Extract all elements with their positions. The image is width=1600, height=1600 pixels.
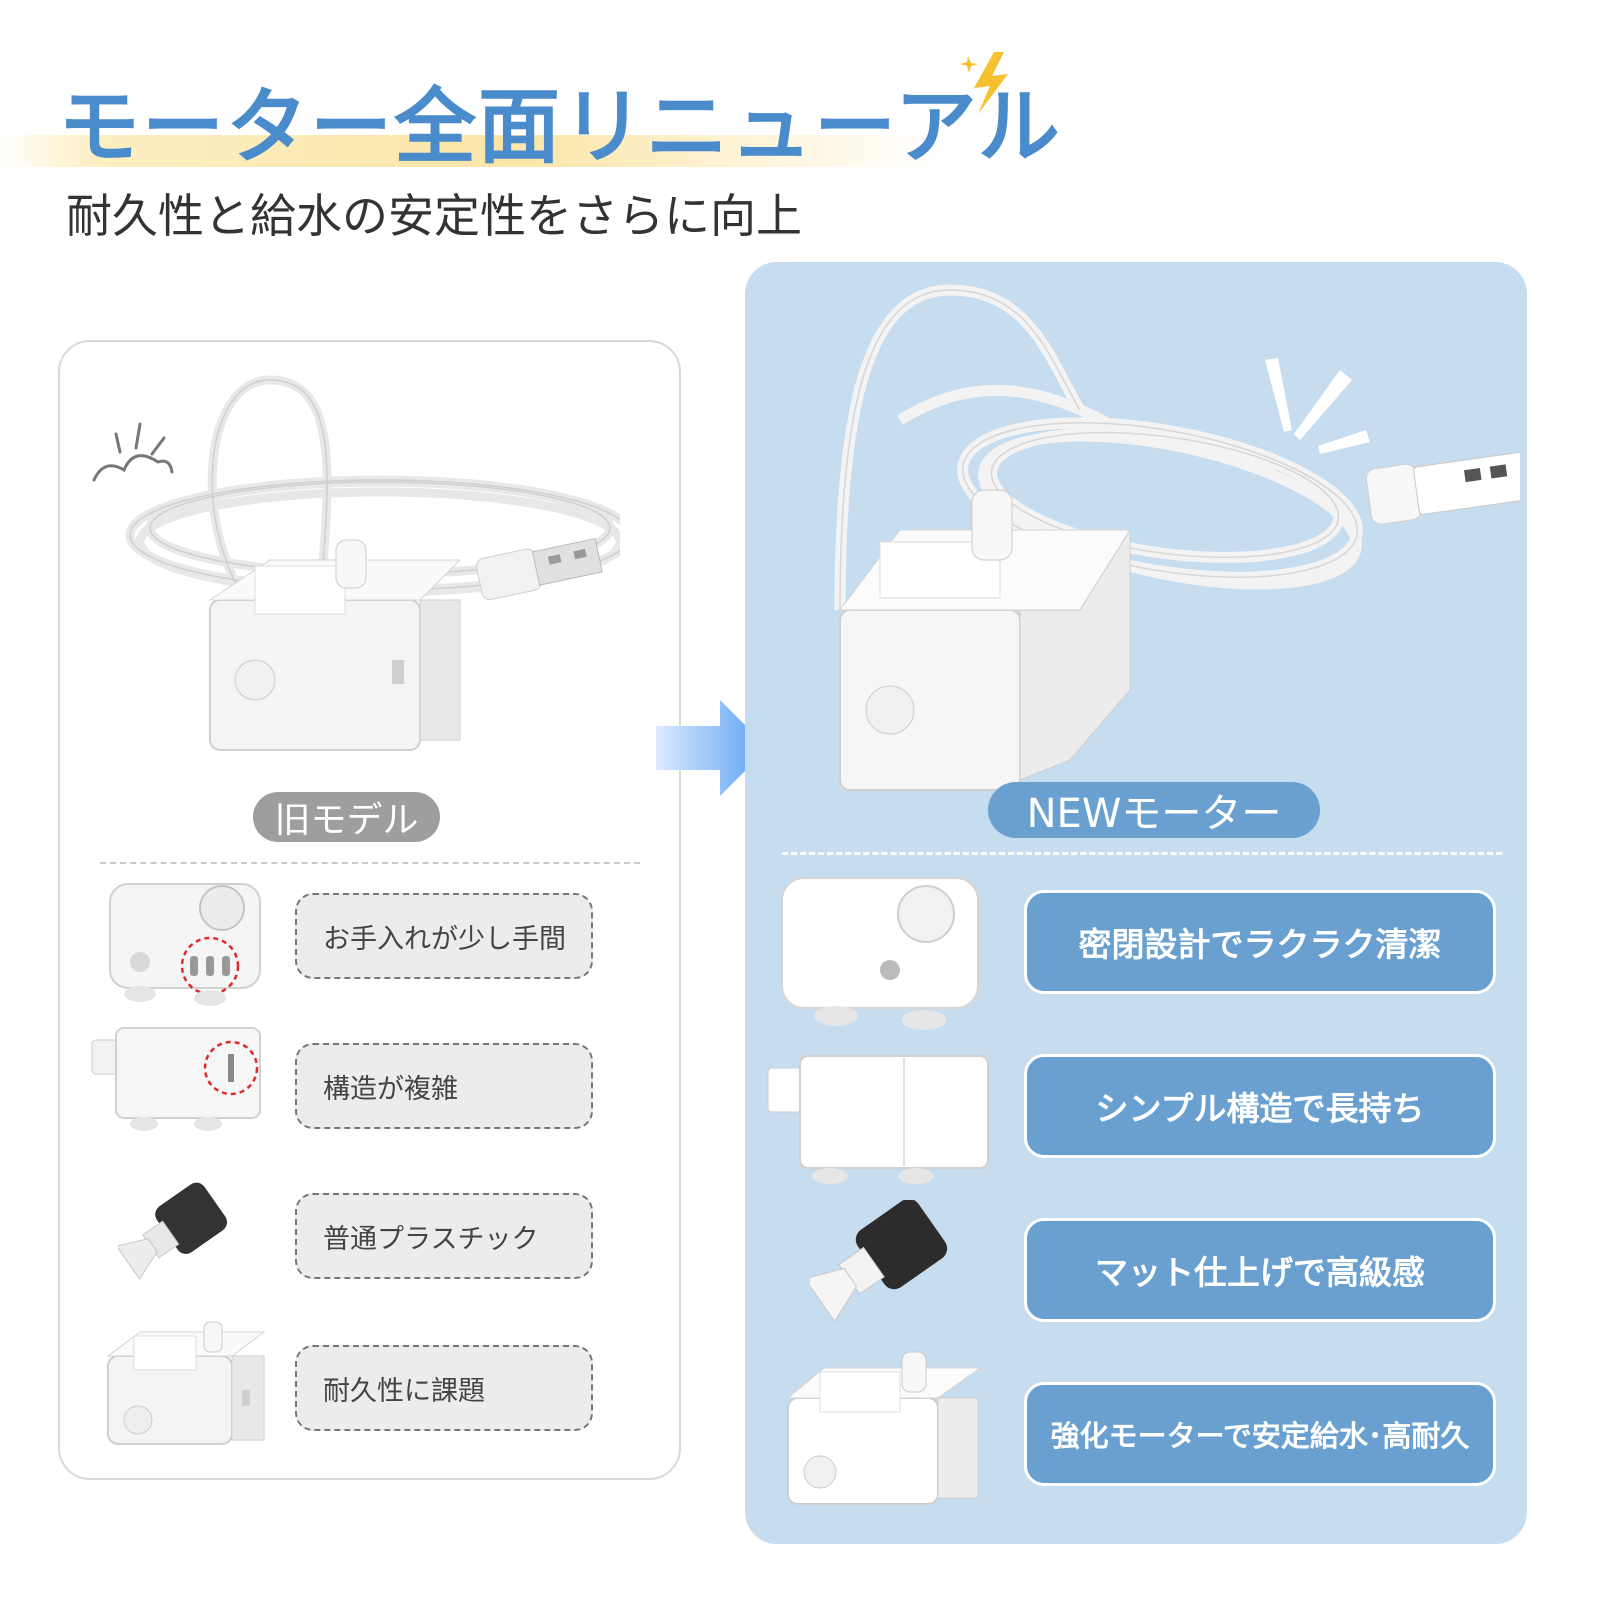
impeller-image (118, 1182, 227, 1280)
matte-impeller-image (810, 1200, 948, 1323)
new-pump-main-image (834, 284, 1520, 791)
arrow-right-icon (656, 700, 768, 796)
sparkle-icon (1265, 358, 1370, 454)
new-feature-4: 強化モーターで安定給水･高耐久 (1024, 1382, 1496, 1486)
old-pump-main-image (92, 375, 620, 751)
new-feature-3: マット仕上げで高級感 (1024, 1218, 1496, 1322)
page-subtitle: 耐久性と給水の安定性をさらに向上 (66, 189, 802, 243)
new-model-label: NEWモーター (988, 782, 1320, 838)
new-feature-2: シンプル構造で長持ち (1024, 1054, 1496, 1158)
pump-front-vents-image (109, 883, 261, 1006)
page-title: モーター全面リニューアル (58, 80, 1062, 175)
old-model-label: 旧モデル (253, 792, 440, 842)
shock-scribble-icon (92, 422, 174, 482)
old-feature-4: 耐久性に課題 (295, 1345, 593, 1431)
old-motor-image (106, 1321, 266, 1445)
pump-side-slot-image (91, 1027, 261, 1131)
new-motor-image (786, 1351, 982, 1505)
title-highlight (0, 135, 940, 167)
old-feature-1: お手入れが少し手間 (295, 893, 593, 979)
new-feature-1: 密閉設計でラクラク清潔 (1024, 890, 1496, 994)
new-model-divider (782, 852, 1502, 855)
old-feature-3: 普通プラスチック (295, 1193, 593, 1279)
old-feature-2: 構造が複雑 (295, 1043, 593, 1129)
lightning-bolt-icon (960, 52, 1008, 114)
pump-front-sealed-image (781, 877, 979, 1030)
old-model-divider (100, 862, 640, 864)
pump-side-simple-image (767, 1055, 989, 1184)
